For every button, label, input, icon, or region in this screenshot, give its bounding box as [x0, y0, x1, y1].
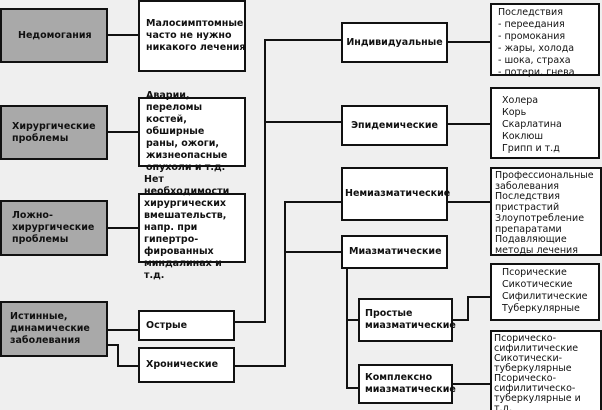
- surgical-description: Аварии, переломы костей, обширные раны, …: [138, 90, 246, 173]
- epidemic-box: Эпидемические: [341, 105, 448, 146]
- nonmiasmatic-box: Немиазматические: [341, 167, 450, 221]
- acute-box: Острые: [138, 310, 235, 341]
- simple-miasmatic-description: Псорические Сикотические Сифилитические …: [490, 263, 600, 321]
- category-pseudo-surgical: Ложно- хирургические проблемы: [0, 200, 108, 256]
- individual-box: Индивидуальные: [341, 22, 448, 63]
- nonmiasmatic-description: Профессиональные заболевания Последствия…: [490, 167, 602, 256]
- miasmatic-box: Миазматические: [341, 235, 448, 269]
- pseudo-surgical-description: Нет необходимости хирургических вмешател…: [138, 174, 246, 281]
- category-true-diseases: Истинные, динамические заболевания: [0, 301, 108, 357]
- epidemic-description: Холера Корь Скарлатина Коклюш Грипп и т.…: [490, 87, 600, 159]
- complex-miasmatic-box: Комплексно миазматические: [358, 364, 456, 404]
- complex-miasmatic-description: Псорическо- сифилитические Сикотически- …: [490, 330, 602, 410]
- chronic-box: Хронические: [138, 347, 235, 383]
- individual-description: Последствия - переедания - промокания - …: [490, 3, 600, 78]
- nedomoganiya-description: Малосимптомные, часто не нужно никакого …: [138, 0, 247, 72]
- category-surgical: Хирургические проблемы: [0, 105, 108, 160]
- category-nedomoganiya: Недомогания: [0, 8, 108, 63]
- simple-miasmatic-box: Простые миазматические: [358, 298, 456, 342]
